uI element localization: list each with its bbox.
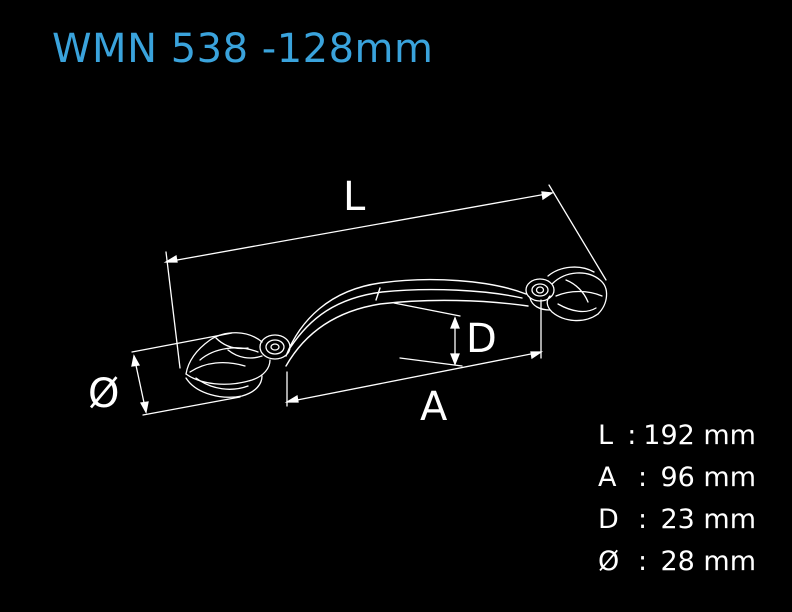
spec-key: Ø	[598, 546, 620, 577]
spec-value: 28 mm	[660, 546, 756, 577]
spec-separator: :	[638, 462, 648, 493]
right-ornament	[525, 266, 608, 322]
spec-separator: :	[638, 546, 648, 577]
diameter-dimension-line	[131, 332, 241, 416]
spec-key: D	[598, 504, 619, 535]
spec-key: L	[598, 420, 614, 451]
spec-table: L : 192 mm A : 96 mm D : 23 mm Ø : 28 mm	[598, 420, 778, 588]
left-ornament	[185, 332, 291, 398]
spec-row-diameter: Ø : 28 mm	[598, 546, 778, 588]
spec-separator: :	[638, 504, 648, 535]
handle-body	[285, 278, 529, 367]
spec-value: 96 mm	[660, 462, 756, 493]
spec-value: 192 mm	[643, 420, 756, 451]
spec-row-center-distance: A : 96 mm	[598, 462, 778, 504]
spec-row-depth: D : 23 mm	[598, 504, 778, 546]
label-length: L	[343, 174, 366, 220]
spec-key: A	[598, 462, 617, 493]
label-center-distance: A	[420, 384, 448, 430]
label-depth: D	[466, 316, 497, 362]
depth-dimension-line	[393, 302, 463, 367]
spec-separator: :	[627, 420, 637, 451]
product-title: WMN 538 -128mm	[52, 26, 434, 72]
length-dimension-line	[163, 184, 607, 369]
center-distance-dimension-line	[284, 299, 544, 407]
label-diameter: Ø	[88, 371, 119, 417]
spec-row-length: L : 192 mm	[598, 420, 778, 462]
spec-value: 23 mm	[660, 504, 756, 535]
